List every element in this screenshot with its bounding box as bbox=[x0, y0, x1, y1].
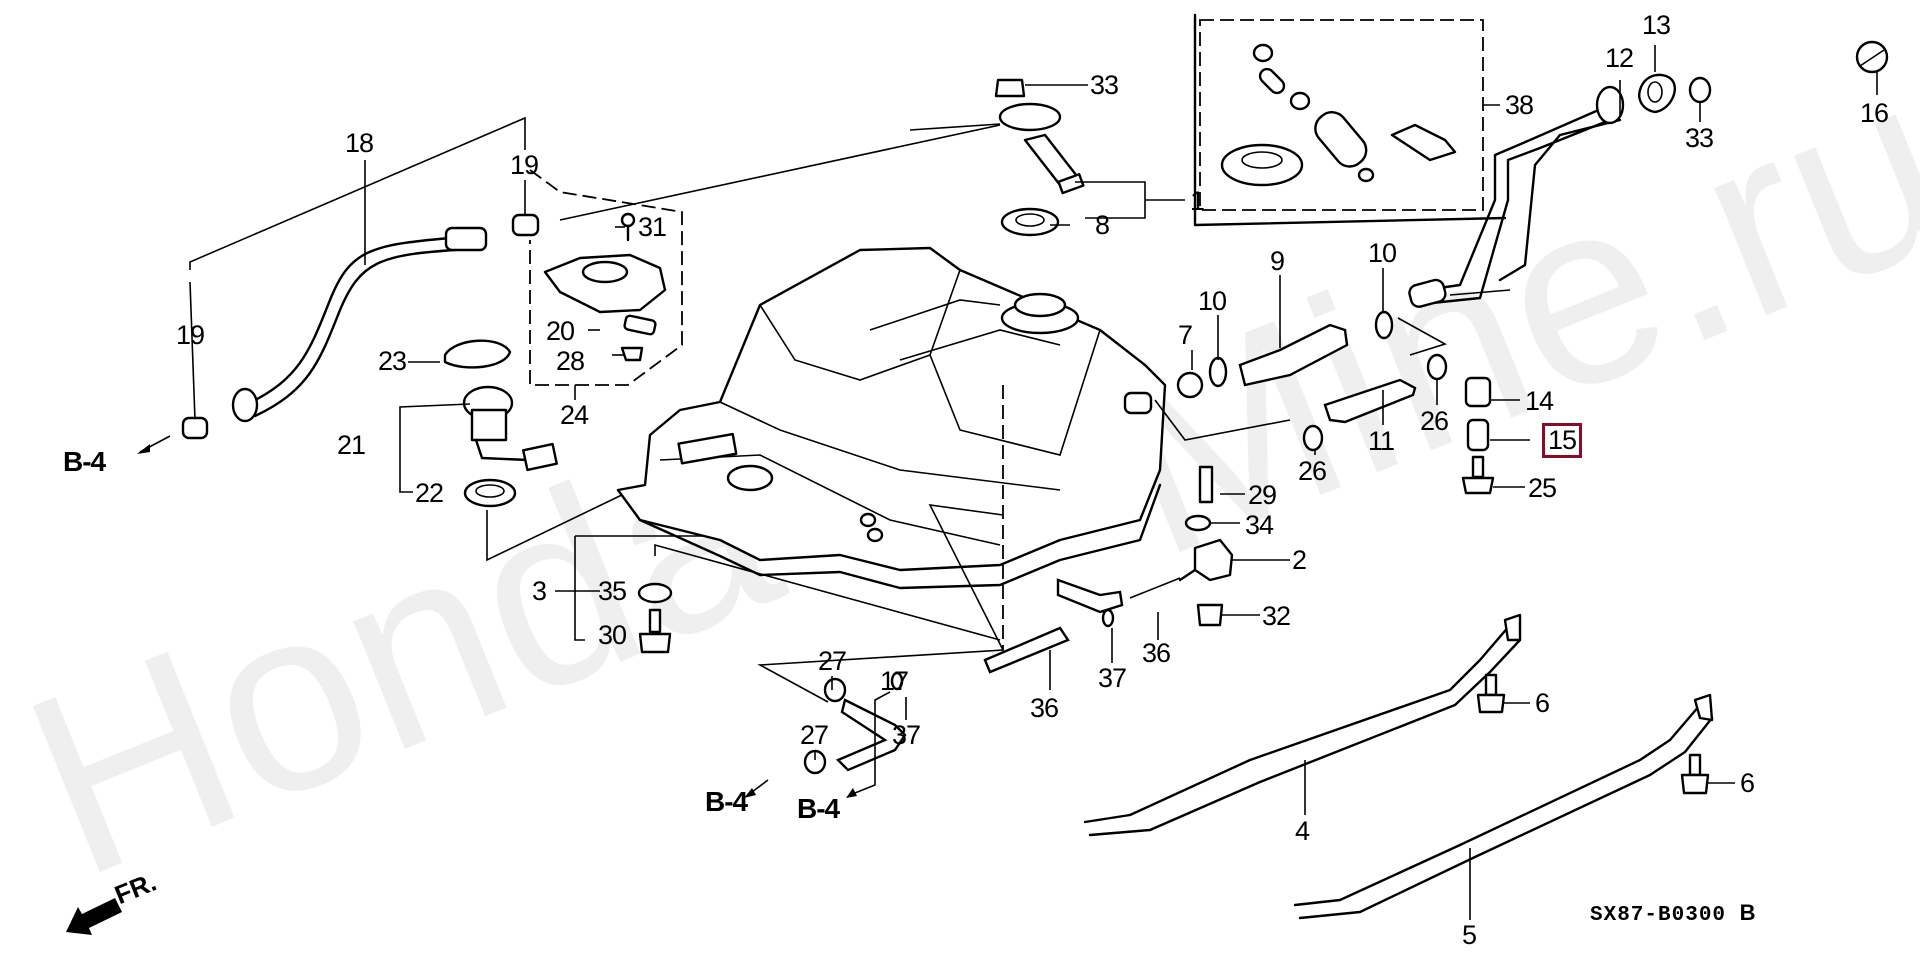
callout-14[interactable]: 14 bbox=[1525, 386, 1554, 416]
callout-35[interactable]: 35 bbox=[598, 576, 627, 606]
screw-31 bbox=[620, 212, 636, 242]
callout-20[interactable]: 20 bbox=[546, 316, 575, 346]
leader-19-group bbox=[189, 116, 526, 421]
callout-9[interactable]: 9 bbox=[1270, 246, 1285, 276]
fuel-tank bbox=[616, 246, 1167, 703]
callout-23[interactable]: 23 bbox=[378, 346, 407, 376]
callout-10[interactable]: 10 bbox=[1368, 238, 1397, 268]
callout-6[interactable]: 6 bbox=[1740, 768, 1755, 798]
callout-37[interactable]: 37 bbox=[892, 720, 921, 750]
callout-33[interactable]: 33 bbox=[1090, 70, 1119, 100]
clip-19-upper bbox=[511, 213, 540, 237]
fuel-hose-18 bbox=[231, 226, 488, 423]
tank-strap-5 bbox=[1293, 693, 1714, 920]
callout-34[interactable]: 34 bbox=[1245, 510, 1274, 540]
callout-13[interactable]: 13 bbox=[1642, 10, 1671, 40]
callout-26[interactable]: 26 bbox=[1420, 406, 1449, 436]
callout-31[interactable]: 31 bbox=[638, 212, 667, 242]
callout-38[interactable]: 38 bbox=[1505, 90, 1534, 120]
callout-26[interactable]: 26 bbox=[1298, 456, 1327, 486]
fuel-pump-1 bbox=[909, 102, 1085, 195]
callout-2[interactable]: 2 bbox=[1292, 545, 1307, 575]
callout-5[interactable]: 5 bbox=[1462, 920, 1477, 950]
callout-24[interactable]: 24 bbox=[560, 400, 589, 430]
filler-pipe-12 bbox=[1397, 85, 1625, 356]
callout-4[interactable]: 4 bbox=[1295, 816, 1310, 846]
front-arrow-icon bbox=[66, 898, 122, 935]
callout-33[interactable]: 33 bbox=[1685, 123, 1714, 153]
callout-18[interactable]: 18 bbox=[345, 128, 374, 158]
reference-b4[interactable]: B-4 bbox=[705, 786, 748, 817]
callout-37[interactable]: 37 bbox=[1098, 663, 1127, 693]
callout-27[interactable]: 27 bbox=[800, 720, 829, 750]
callout-29[interactable]: 29 bbox=[1248, 480, 1277, 510]
callout-1[interactable]: 1 bbox=[1190, 186, 1205, 216]
tank-strap-4 bbox=[1083, 613, 1522, 837]
kit-38-contents bbox=[1220, 43, 1457, 187]
callout-3[interactable]: 3 bbox=[532, 576, 547, 606]
callout-36[interactable]: 36 bbox=[1142, 638, 1171, 668]
clip-19-lower bbox=[181, 416, 209, 440]
callout-27[interactable]: 27 bbox=[818, 646, 847, 676]
callout-19[interactable]: 19 bbox=[176, 320, 205, 350]
reference-b4[interactable]: B-4 bbox=[63, 446, 106, 477]
callout-17[interactable]: 17 bbox=[880, 666, 909, 696]
callout-12[interactable]: 12 bbox=[1605, 43, 1634, 73]
callout-6[interactable]: 6 bbox=[1535, 688, 1550, 718]
callout-10[interactable]: 10 bbox=[1198, 286, 1227, 316]
callout-25[interactable]: 25 bbox=[1528, 473, 1557, 503]
reference-b4[interactable]: B-4 bbox=[797, 793, 840, 824]
callout-36[interactable]: 36 bbox=[1030, 693, 1059, 723]
callout-11[interactable]: 11 bbox=[1368, 426, 1395, 456]
sender-unit-21 bbox=[462, 385, 558, 472]
callout-22[interactable]: 22 bbox=[415, 478, 444, 508]
callout-19[interactable]: 19 bbox=[510, 150, 539, 180]
callout-7[interactable]: 7 bbox=[1178, 320, 1193, 350]
callout-16[interactable]: 16 bbox=[1860, 98, 1889, 128]
drawing-code: SX87-B0300 B bbox=[1590, 900, 1757, 927]
callout-28[interactable]: 28 bbox=[556, 346, 585, 376]
callout-15-highlighted[interactable]: 15 bbox=[1541, 423, 1583, 458]
callout-30[interactable]: 30 bbox=[598, 620, 627, 650]
callout-32[interactable]: 32 bbox=[1262, 601, 1291, 631]
callout-8[interactable]: 8 bbox=[1095, 210, 1110, 240]
callout-21[interactable]: 21 bbox=[337, 430, 366, 460]
